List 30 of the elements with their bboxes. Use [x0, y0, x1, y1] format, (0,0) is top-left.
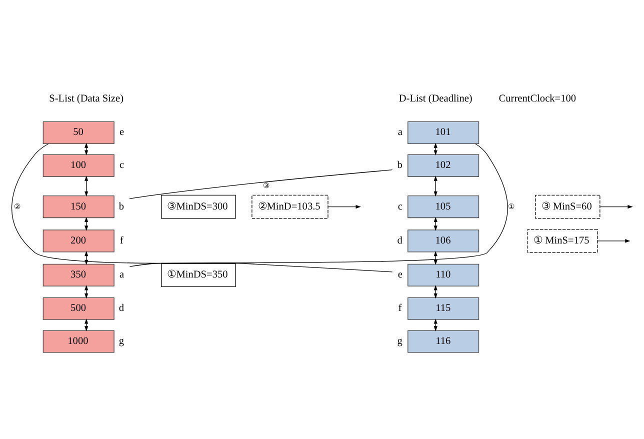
node-label: g [397, 335, 402, 346]
node-label: b [397, 160, 402, 170]
node-label: e [120, 126, 124, 138]
node-box: ①MinDS=350 [161, 262, 236, 287]
node-label: a [120, 269, 124, 280]
node-box: ②MinD=103.5 [252, 194, 328, 218]
connector [129, 169, 393, 199]
node-box: ③ MinS=60 [535, 194, 600, 218]
label: CurrentClock=100 [498, 93, 576, 104]
label: D-List (Deadline) [398, 93, 472, 104]
node-box: ③MinDS=300 [161, 194, 236, 218]
node-label: e [398, 269, 402, 280]
node-label: d [397, 234, 402, 246]
node-box: ① MinS=175 [527, 228, 598, 252]
node-label: g [118, 335, 124, 346]
node-label: a [398, 126, 402, 138]
node-label: c [398, 200, 402, 212]
arrow [600, 204, 633, 208]
arrow [434, 175, 438, 196]
node-label: d [118, 302, 124, 314]
arrow [328, 204, 361, 208]
node-label: c [120, 160, 124, 170]
node-label: f [120, 234, 124, 246]
connector [129, 142, 508, 266]
label: S-List (Data Size) [49, 93, 124, 104]
arrow [84, 175, 88, 196]
node-label: b [118, 200, 124, 212]
node-label: f [398, 302, 402, 314]
arrow [597, 238, 630, 242]
connector [11, 142, 393, 272]
